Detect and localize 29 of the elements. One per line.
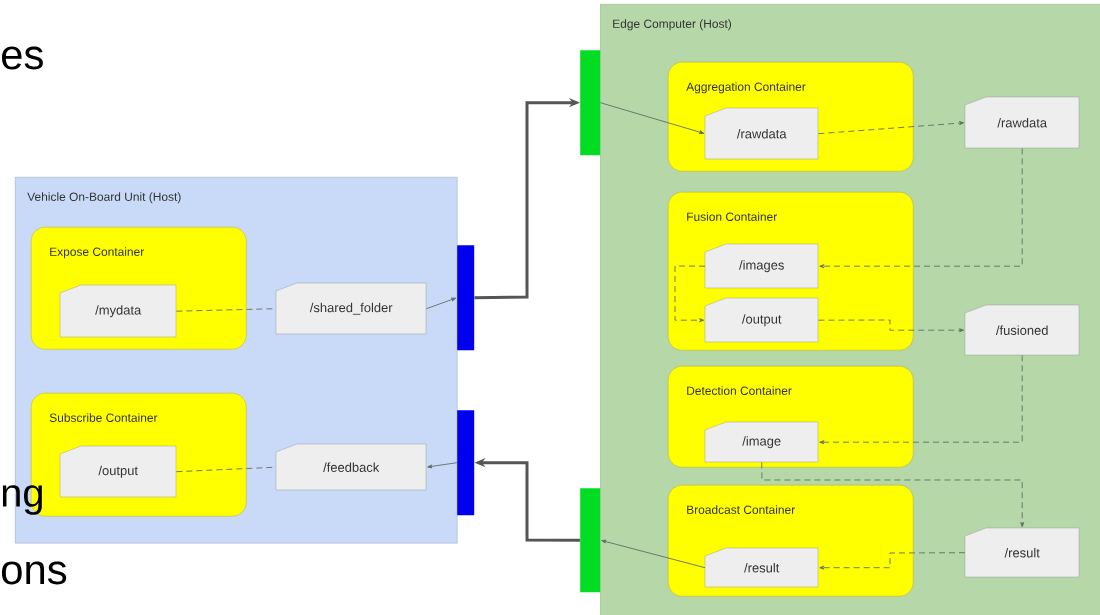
folder-box: /images (704, 243, 819, 289)
port-bar (580, 488, 601, 593)
folder-box: /rawdata (704, 107, 819, 160)
port-bar (457, 245, 475, 351)
folder-box: /image (704, 421, 819, 463)
arrow (425, 297, 457, 310)
arrow (601, 539, 706, 569)
arrow (427, 462, 458, 469)
arrow (761, 461, 1025, 528)
port-bar (457, 410, 475, 516)
arrow (817, 319, 965, 333)
slide-text-fragment: ons (1, 561, 67, 585)
arrow (674, 265, 706, 323)
folder-box: /output (59, 445, 177, 498)
folder-box: /feedback (275, 443, 427, 491)
folder-box: /fusioned (964, 304, 1080, 356)
arrow (817, 121, 965, 135)
folder-box: /shared_folder (275, 282, 427, 335)
folder-box: /rawdata (964, 96, 1080, 149)
arrow (819, 147, 1023, 269)
arrow (599, 102, 705, 134)
arrow (819, 354, 1023, 445)
folder-box: /output (704, 297, 819, 343)
port-bar (580, 50, 601, 156)
folder-box: /result (704, 547, 819, 588)
arrow (819, 552, 966, 570)
folder-box: /result (964, 527, 1080, 578)
slide-text-fragment: es (2, 46, 43, 70)
folder-box: /mydata (59, 284, 177, 338)
